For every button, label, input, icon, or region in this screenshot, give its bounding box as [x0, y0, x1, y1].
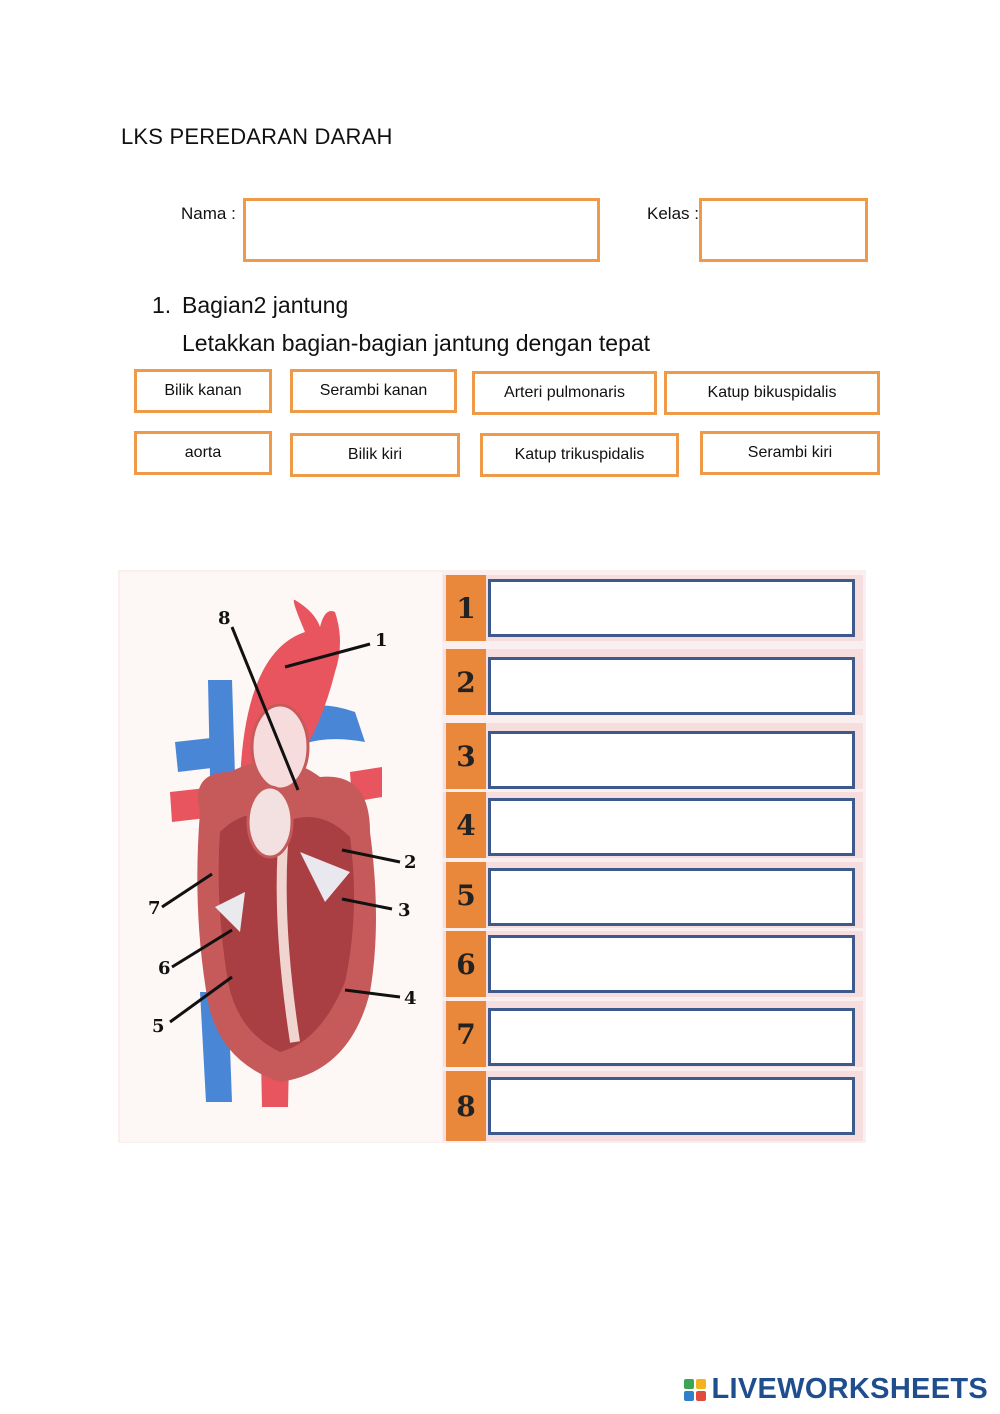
question-number: 1.	[152, 292, 171, 319]
answer-row: 8	[443, 1071, 863, 1141]
answer-row: 7	[443, 1001, 863, 1067]
answer-row: 5	[443, 862, 863, 928]
class-label: Kelas :	[647, 204, 699, 224]
answer-row: 6	[443, 931, 863, 997]
brand-name: LIVEWORKSHEETS	[712, 1373, 989, 1406]
diagram-label: 4	[404, 988, 417, 1009]
answer-drop-box[interactable]	[488, 935, 855, 993]
diagram-label: 3	[398, 900, 411, 921]
brand-mark-icon	[684, 1379, 706, 1401]
brand-logo: LIVEWORKSHEETS	[684, 1373, 989, 1406]
question-instruction: Letakkan bagian-bagian jantung dengan te…	[182, 330, 650, 357]
row-number: 3	[446, 723, 486, 789]
class-input[interactable]	[699, 198, 868, 262]
heart-diagram-area: 1 2 3 4 5 6 7 8	[120, 572, 442, 1142]
question-title: Bagian2 jantung	[182, 292, 348, 319]
diagram-label: 7	[148, 898, 161, 919]
diagram-label: 1	[375, 630, 388, 651]
answer-drop-box[interactable]	[488, 579, 855, 637]
option-chip[interactable]: Bilik kanan	[134, 369, 272, 413]
heart-diagram: 1 2 3 4 5 6 7 8	[120, 572, 442, 1142]
answer-drop-box[interactable]	[488, 1077, 855, 1135]
diagram-label: 6	[158, 958, 171, 979]
answer-row: 1	[443, 575, 863, 641]
valve-pulmonary	[248, 787, 292, 857]
row-number: 5	[446, 862, 486, 928]
row-number: 6	[446, 931, 486, 997]
diagram-label: 2	[404, 852, 417, 873]
row-number: 7	[446, 1001, 486, 1067]
option-chip[interactable]: Arteri pulmonaris	[472, 371, 657, 415]
option-chip[interactable]: Katup trikuspidalis	[480, 433, 679, 477]
page-title: LKS PEREDARAN DARAH	[121, 124, 393, 150]
row-number: 2	[446, 649, 486, 715]
row-number: 4	[446, 792, 486, 858]
answer-drop-box[interactable]	[488, 731, 855, 789]
option-chip[interactable]: Bilik kiri	[290, 433, 460, 477]
diagram-label: 5	[152, 1016, 165, 1037]
option-chip[interactable]: Serambi kiri	[700, 431, 880, 475]
name-label: Nama :	[181, 204, 236, 224]
answer-drop-box[interactable]	[488, 868, 855, 926]
pulmonary-vein-left	[175, 737, 220, 772]
option-chip[interactable]: Serambi kanan	[290, 369, 457, 413]
diagram-label: 8	[218, 608, 231, 629]
answer-row: 2	[443, 649, 863, 715]
option-chip[interactable]: aorta	[134, 431, 272, 475]
answer-row: 3	[443, 723, 863, 789]
answer-drop-box[interactable]	[488, 798, 855, 856]
option-chip[interactable]: Katup bikuspidalis	[664, 371, 880, 415]
name-input[interactable]	[243, 198, 600, 262]
answer-drop-box[interactable]	[488, 1008, 855, 1066]
row-number: 1	[446, 575, 486, 641]
answer-drop-box[interactable]	[488, 657, 855, 715]
answer-row: 4	[443, 792, 863, 858]
row-number: 8	[446, 1071, 486, 1141]
